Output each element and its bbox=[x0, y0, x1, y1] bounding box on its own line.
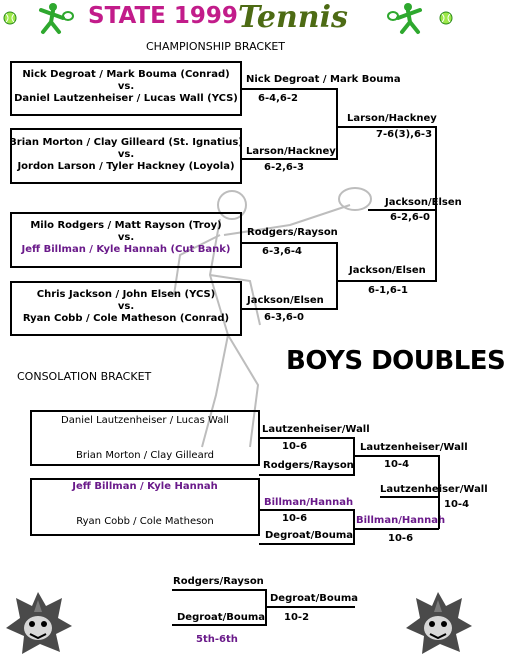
champ-match4-score: 6-3,6-0 bbox=[264, 312, 304, 323]
consol-semi2-line bbox=[353, 528, 439, 530]
champ-match2-vs: vs. bbox=[117, 149, 135, 160]
mascot-logo-right bbox=[406, 592, 472, 654]
champ-semi1-winner: Larson/Hackney bbox=[347, 113, 437, 124]
consol-match2-score: 10-6 bbox=[282, 513, 308, 524]
consol-semi1-score: 10-4 bbox=[384, 459, 410, 470]
champ-match3-line bbox=[241, 242, 337, 244]
champ-match3-score: 6-3,6-4 bbox=[262, 246, 302, 257]
consol-final-vline bbox=[438, 455, 440, 529]
fifth-bottom-line bbox=[172, 624, 267, 626]
fifth-team2: Degroat/Bouma bbox=[177, 612, 266, 623]
mascot-logo-left bbox=[6, 592, 72, 654]
boys-doubles-heading: BOYS DOUBLES bbox=[286, 346, 506, 376]
consol-match1-team2: Brian Morton / Clay Gilleard bbox=[76, 450, 214, 461]
consol-semi1-line bbox=[353, 455, 439, 457]
champ-final-score: 6-2,6-0 bbox=[390, 212, 430, 223]
tennis-player-icon-left bbox=[39, 3, 74, 34]
consolation-bracket-label: CONSOLATION BRACKET bbox=[17, 370, 152, 383]
consol-semi1-winner: Lautzenheiser/Wall bbox=[360, 442, 468, 453]
champ-match2-team2: Jordon Larson / Tyler Hackney (Loyola) bbox=[17, 161, 235, 172]
consol-match2-entry: Degroat/Bouma bbox=[265, 530, 354, 541]
consol-semi2-score: 10-6 bbox=[388, 533, 414, 544]
fifth-team1: Rodgers/Rayson bbox=[173, 576, 264, 587]
consol-match2-winner: Billman/Hannah bbox=[264, 497, 354, 508]
champ-match1-winner: Nick Degroat / Mark Bouma bbox=[246, 74, 401, 85]
fifth-place-label: 5th-6th bbox=[196, 634, 238, 645]
consol-final-line bbox=[380, 496, 439, 498]
champ-match2-box bbox=[10, 128, 242, 184]
champ-match4-winner: Jackson/Elsen bbox=[247, 295, 324, 306]
consol-match1-winner: Lautzenheiser/Wall bbox=[262, 424, 370, 435]
consol-final-score: 10-4 bbox=[444, 499, 470, 510]
tennis-ball-icon-left bbox=[3, 11, 17, 25]
champ-match4-team1: Chris Jackson / John Elsen (YCS) bbox=[36, 289, 216, 300]
champ-match3-vs: vs. bbox=[117, 232, 135, 243]
consol-match2-team1: Jeff Billman / Kyle Hannah bbox=[72, 481, 218, 492]
champ-match3-team2: Jeff Billman / Kyle Hannah (Cut Bank) bbox=[21, 244, 231, 255]
title-state: STATE 1999 bbox=[88, 3, 238, 29]
champ-match4-team2: Ryan Cobb / Cole Matheson (Conrad) bbox=[22, 313, 230, 324]
champ-match3-box bbox=[10, 212, 242, 268]
title-tennis: Tennis bbox=[238, 0, 348, 35]
consol-match2-team2: Ryan Cobb / Cole Matheson bbox=[76, 516, 214, 527]
champ-match1-line bbox=[241, 88, 337, 90]
tennis-ball-icon-right bbox=[439, 11, 453, 25]
champ-match2-line bbox=[241, 158, 337, 160]
consol-match2-bottom-line bbox=[259, 543, 355, 545]
champ-final-vline bbox=[435, 126, 437, 282]
champ-match3-team1: Milo Rodgers / Matt Rayson (Troy) bbox=[30, 220, 222, 231]
champ-match1-score: 6-4,6-2 bbox=[258, 93, 298, 104]
champ-semi1-score: 7-6(3),6-3 bbox=[376, 129, 433, 140]
fifth-result-line bbox=[265, 606, 355, 608]
fifth-top-line bbox=[172, 589, 267, 591]
champ-semi2-score: 6-1,6-1 bbox=[368, 285, 408, 296]
champ-match2-team1: Brian Morton / Clay Gilleard (St. Ignati… bbox=[9, 137, 243, 148]
consol-final-winner: Lautzenheiser/Wall bbox=[380, 484, 488, 495]
fifth-score: 10-2 bbox=[284, 612, 310, 623]
champ-match2-winner: Larson/Hackney bbox=[246, 146, 336, 157]
consol-match1-score: 10-6 bbox=[282, 441, 308, 452]
champ-semi2-winner: Jackson/Elsen bbox=[349, 265, 426, 276]
champ-semi2-vline bbox=[336, 242, 338, 310]
consol-match1-team1: Daniel Lautzenheiser / Lucas Wall bbox=[61, 415, 229, 426]
champ-match2-score: 6-2,6-3 bbox=[264, 162, 304, 173]
championship-bracket-label: CHAMPIONSHIP BRACKET bbox=[146, 40, 285, 53]
consol-match1-top-line bbox=[259, 437, 354, 439]
champ-match1-team1: Nick Degroat / Mark Bouma (Conrad) bbox=[22, 69, 230, 80]
champ-semi1-line bbox=[336, 126, 436, 128]
consol-semi2-winner: Billman/Hannah bbox=[356, 515, 446, 526]
consol-match2-top-line bbox=[259, 509, 355, 511]
consol-match2-box bbox=[30, 478, 260, 536]
champ-final-line bbox=[368, 209, 436, 211]
champ-match3-winner: Rodgers/Rayson bbox=[247, 227, 338, 238]
champ-semi1-vline bbox=[336, 88, 338, 160]
champ-match1-team2: Daniel Lautzenheiser / Lucas Wall (YCS) bbox=[14, 93, 238, 104]
champ-final-winner: Jackson/Elsen bbox=[385, 197, 462, 208]
tennis-player-icon-right bbox=[387, 3, 422, 34]
consol-semi2-vline bbox=[353, 509, 355, 544]
consol-match1-entry: Rodgers/Rayson bbox=[263, 460, 354, 471]
champ-match1-vs: vs. bbox=[117, 81, 135, 92]
champ-match4-vs: vs. bbox=[117, 301, 135, 312]
fifth-winner: Degroat/Bouma bbox=[270, 593, 359, 604]
champ-semi2-line bbox=[336, 280, 436, 282]
champ-match4-line bbox=[241, 308, 337, 310]
consol-match1-bottom-line bbox=[259, 474, 355, 476]
